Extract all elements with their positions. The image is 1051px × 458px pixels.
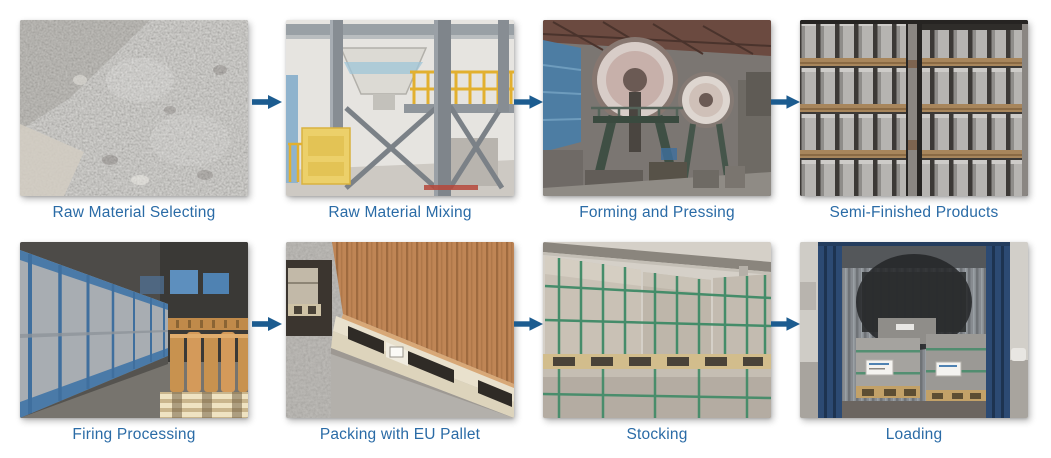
- mixing-plant-photo: [286, 20, 514, 196]
- step-raw-material-selecting: Raw Material Selecting: [20, 20, 248, 222]
- wrapped-pallets-photo: [543, 242, 771, 418]
- gravel-pile-photo: [20, 20, 248, 196]
- brick-rack-photo: [800, 20, 1028, 196]
- arrow-right-icon: [252, 95, 282, 109]
- arrow-right-icon: [514, 95, 543, 109]
- eu-pallet-photo: [286, 242, 514, 418]
- flow-connector: [771, 20, 800, 109]
- caption-firing-processing: Firing Processing: [72, 426, 196, 443]
- arrow-right-icon: [771, 317, 800, 331]
- caption-raw-material-mixing: Raw Material Mixing: [328, 204, 472, 221]
- wrapped-pallets-illustration: [543, 242, 771, 418]
- arrow-right-icon: [514, 317, 543, 331]
- flow-connector: [248, 242, 286, 331]
- friction-press-photo: [543, 20, 771, 196]
- step-stocking: Stocking: [543, 242, 771, 444]
- mixing-plant-illustration: [286, 20, 514, 196]
- flow-connector: [514, 242, 543, 331]
- caption-stocking: Stocking: [626, 426, 688, 443]
- caption-raw-material-selecting: Raw Material Selecting: [52, 204, 216, 221]
- tunnel-kiln-illustration: [20, 242, 248, 418]
- caption-semi-finished-products: Semi-Finished Products: [829, 204, 999, 221]
- flow-connector: [248, 20, 286, 109]
- step-packing-with-eu-pallet: Packing with EU Pallet: [286, 242, 514, 444]
- flow-connector: [771, 242, 800, 331]
- caption-packing-with-eu-pallet: Packing with EU Pallet: [319, 426, 481, 443]
- caption-loading: Loading: [885, 426, 943, 443]
- arrow-right-icon: [771, 95, 800, 109]
- arrow-right-icon: [252, 317, 282, 331]
- step-semi-finished-products: Semi-Finished Products: [800, 20, 1028, 222]
- container-loading-illustration: [800, 242, 1028, 418]
- step-raw-material-mixing: Raw Material Mixing: [286, 20, 514, 222]
- step-forming-and-pressing: Forming and Pressing: [543, 20, 771, 222]
- friction-press-illustration: [543, 20, 771, 196]
- eu-pallet-illustration: [286, 242, 514, 418]
- caption-forming-and-pressing: Forming and Pressing: [579, 204, 735, 221]
- gravel-pile-illustration: [20, 20, 248, 196]
- step-firing-processing: Firing Processing: [20, 242, 248, 444]
- brick-rack-illustration: [800, 20, 1028, 196]
- process-row-2: Firing Processing: [20, 242, 1028, 444]
- container-loading-photo: [800, 242, 1028, 418]
- process-row-1: Raw Material Selecting: [20, 20, 1028, 222]
- tunnel-kiln-photo: [20, 242, 248, 418]
- flow-connector: [514, 20, 543, 109]
- step-loading: Loading: [800, 242, 1028, 444]
